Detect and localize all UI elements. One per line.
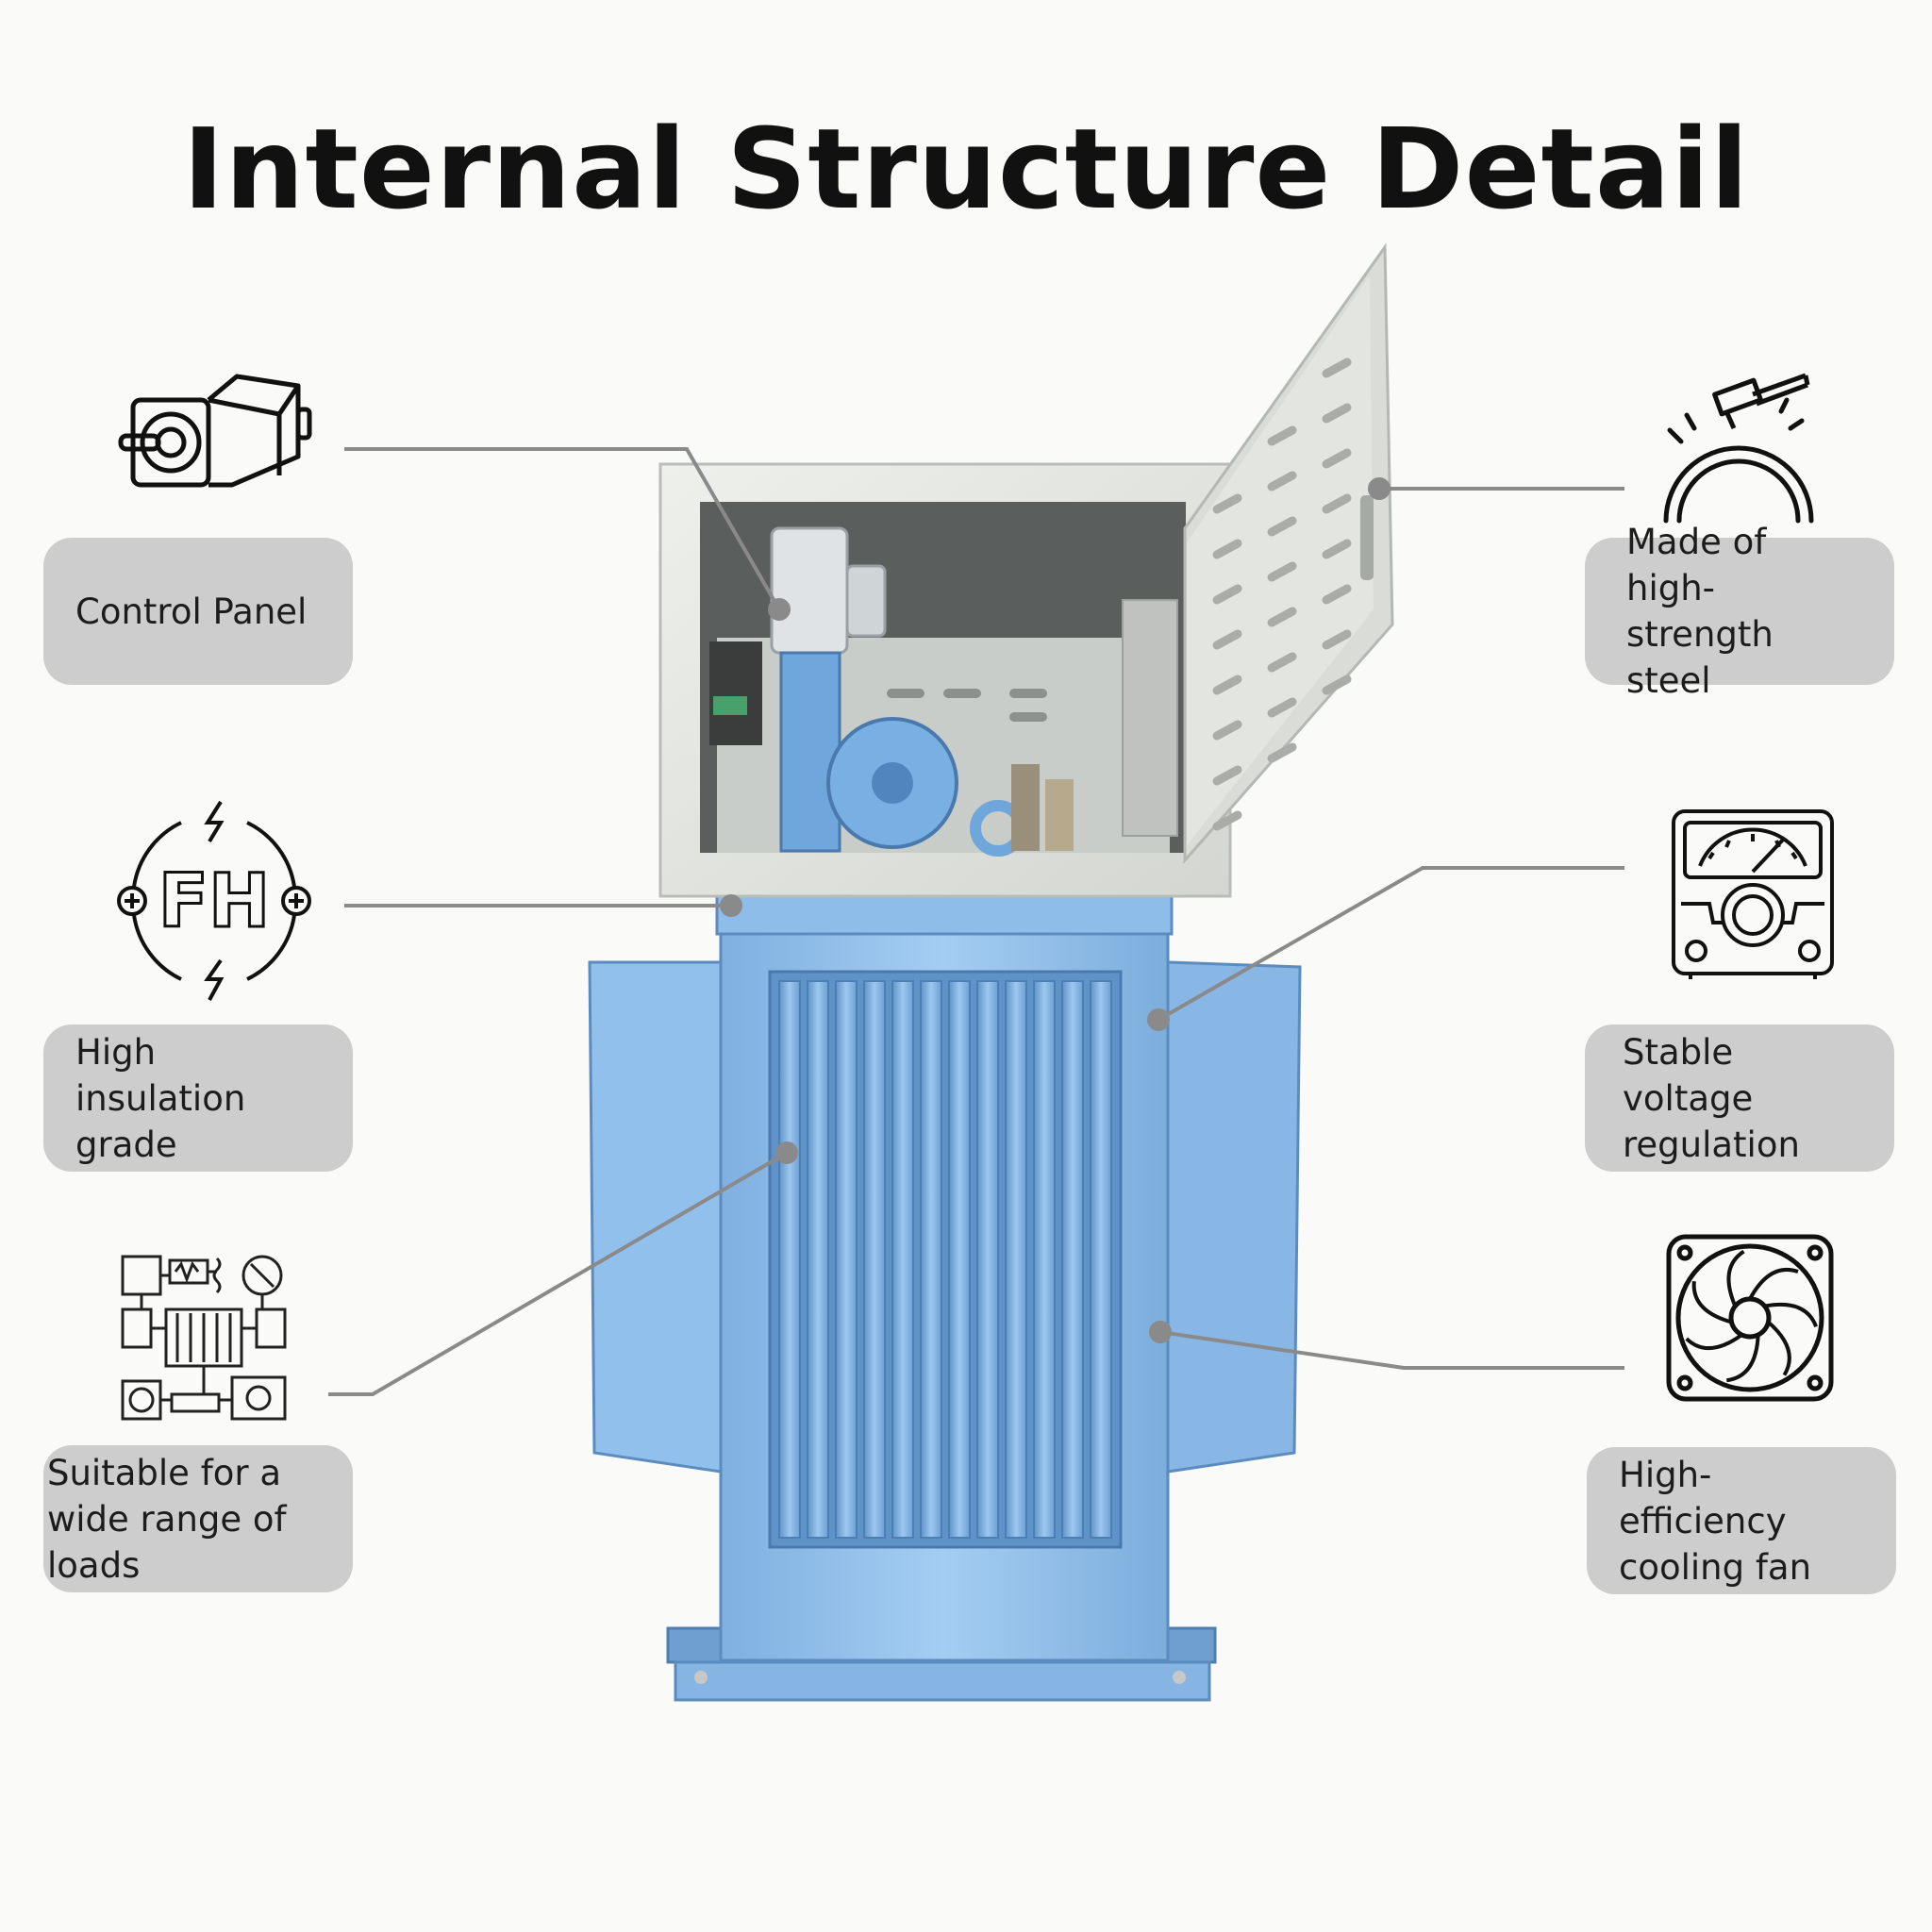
- feature-loads-label: Suitable for a wide range of loads: [47, 1452, 287, 1586]
- feature-steel-label: Made of high-strength steel: [1626, 522, 1774, 701]
- fan-blade: [1764, 1302, 1818, 1328]
- page-title: Internal Structure Detail: [182, 104, 1750, 234]
- door-vents: [1212, 358, 1352, 831]
- door-vent: [1212, 675, 1242, 695]
- door-vent: [1267, 652, 1297, 673]
- door-vent: [1212, 629, 1242, 650]
- radiator-fin: [976, 980, 999, 1539]
- door-vent: [1267, 697, 1297, 718]
- feature-steel: Made of high-strength steel: [1585, 522, 1894, 701]
- fan-blade: [1767, 1320, 1791, 1376]
- door-vent: [1267, 742, 1297, 763]
- radiator-fin: [1033, 980, 1056, 1539]
- feature-control-panel: Control Panel: [43, 538, 353, 685]
- fan-blade: [1691, 1280, 1733, 1324]
- door-vent: [1322, 493, 1352, 514]
- door-vent: [1267, 516, 1297, 537]
- voltmeter-icon: [1672, 809, 1834, 979]
- feature-insulation-label: High insulation grade: [75, 1031, 246, 1165]
- radiator-fin: [891, 980, 914, 1539]
- fan-blade: [1725, 1334, 1760, 1383]
- hammer-steel-icon: [1663, 373, 1814, 524]
- radiator-fin: [863, 980, 886, 1539]
- radiator-fins: [778, 980, 1112, 1539]
- radiator-fin: [807, 980, 829, 1539]
- control-cabinet: [658, 462, 1232, 898]
- door-vent: [1322, 358, 1352, 378]
- feature-loads: Suitable for a wide range of loads: [43, 1445, 353, 1592]
- door-vent: [1267, 425, 1297, 446]
- leader-lines: [328, 447, 1624, 1396]
- fh-logo-icon: FH: [117, 800, 311, 1001]
- door-vent: [1322, 403, 1352, 424]
- door-vent: [1212, 493, 1242, 514]
- door-vent: [1212, 539, 1242, 559]
- door-vent: [1322, 448, 1352, 469]
- fan-blade: [1685, 1333, 1743, 1351]
- feature-control-panel-label: Control Panel: [75, 591, 308, 632]
- door-vent: [1322, 629, 1352, 650]
- door-vent: [1267, 607, 1297, 627]
- radiator-fin: [1061, 980, 1084, 1539]
- door-vent: [1322, 539, 1352, 559]
- logo-text: FH: [158, 859, 271, 944]
- door-vent: [1212, 765, 1242, 786]
- feature-cooling: High-efficiency cooling fan: [1587, 1447, 1896, 1594]
- feature-regulation-label: Stable voltage regulation: [1623, 1031, 1800, 1165]
- radiator-fin: [948, 980, 971, 1539]
- door-vent: [1322, 584, 1352, 605]
- door-vent: [1212, 584, 1242, 605]
- radiator-fin: [835, 980, 858, 1539]
- feature-cooling-label: High-efficiency cooling fan: [1619, 1454, 1812, 1588]
- door-vent: [1212, 720, 1242, 741]
- door-vent: [1267, 471, 1297, 491]
- feature-insulation: High insulation grade: [43, 1024, 353, 1172]
- radiator-fin: [1005, 980, 1027, 1539]
- feature-regulation: Stable voltage regulation: [1585, 1024, 1894, 1172]
- radiator-fin: [778, 980, 801, 1539]
- radiator-fin: [920, 980, 942, 1539]
- cooling-fan-icon: [1666, 1234, 1834, 1402]
- radiator-fin: [1090, 980, 1112, 1539]
- fan-blade: [1726, 1249, 1745, 1307]
- servo-motor-icon: [118, 374, 312, 488]
- door-vent: [1267, 561, 1297, 582]
- transformer-tank: [588, 894, 1302, 1662]
- fan-blade: [1748, 1267, 1799, 1300]
- circuit-diagram-icon: [121, 1255, 287, 1421]
- door-vent: [1212, 810, 1242, 831]
- door-vent: [1322, 675, 1352, 695]
